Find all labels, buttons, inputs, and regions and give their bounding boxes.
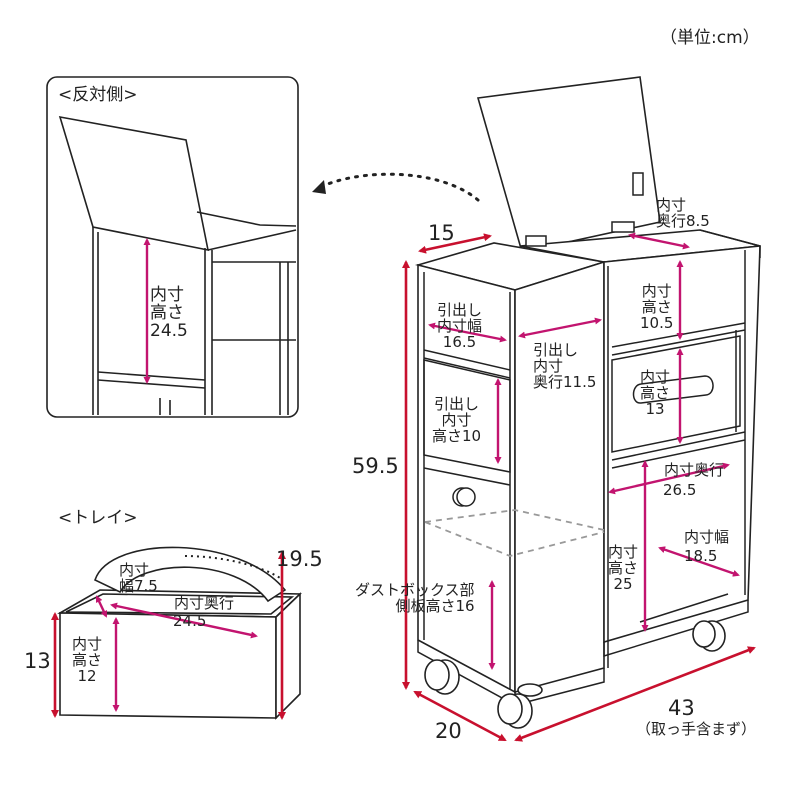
right-drawer-height-label: 内寸 高さ 13 (640, 368, 671, 418)
tray-box-height-label: 13 (24, 649, 51, 673)
tray-inner-depth-arrow (110, 602, 258, 639)
tray-inner-width-arrow (95, 595, 108, 618)
unit-note: （単位:cm） (660, 28, 760, 48)
drawer-top-width-arrow (428, 322, 507, 343)
tray-inner-width-label: 内寸 幅7.5 (119, 561, 158, 595)
right-depth-arrow (608, 462, 730, 495)
drawer-height-label: 引出し 内寸 高さ10 (432, 395, 482, 445)
tray-title: <トレイ> (58, 508, 138, 528)
reverse-inner-height-label: 内寸 高さ 24.5 (150, 285, 188, 341)
width-top-arrow (418, 233, 492, 254)
right-depth-value: 26.5 (663, 481, 697, 499)
total-height-label: 59.5 (352, 454, 399, 478)
lid-depth-label: 内寸 奥行8.5 (656, 196, 710, 230)
width-total-label: 43 (668, 696, 695, 720)
right-top-height-label: 内寸 高さ 10.5 (640, 282, 674, 332)
lid-depth-arrow (628, 232, 690, 250)
view-pointer-arrow (316, 172, 480, 202)
dust-box-outline (424, 509, 605, 557)
tray-inner-height-label: 内寸 高さ 12 (72, 635, 103, 685)
depth-arrow (413, 690, 507, 742)
drawer-depth-arrow (518, 317, 602, 339)
tray-inner-depth-value: 24.5 (173, 612, 207, 630)
drawer-depth-label: 引出し 内寸 奥行11.5 (533, 341, 597, 391)
right-width-value: 18.5 (684, 547, 718, 565)
reverse-side-title: <反対側> (58, 85, 138, 105)
width-top-label: 15 (428, 221, 455, 245)
depth-label: 20 (435, 719, 462, 743)
right-height-label: 内寸 高さ 25 (608, 543, 639, 593)
tray-drawing (57, 546, 302, 720)
right-depth-label: 内寸奥行 (664, 461, 725, 479)
tray-total-height-label: 19.5 (276, 547, 323, 571)
right-width-label: 内寸幅 (684, 528, 730, 546)
right-width-arrow (658, 546, 740, 577)
reverse-side-inset (46, 76, 299, 418)
drawer-top-width-label: 引出し 内寸幅 16.5 (437, 301, 483, 351)
tray-inner-depth-label: 内寸奥行 (174, 594, 235, 612)
dust-box-label: ダストボックス部 側板高さ16 (355, 581, 475, 615)
width-total-arrow (514, 646, 756, 742)
width-note: （取っ手含まず） (636, 720, 757, 738)
